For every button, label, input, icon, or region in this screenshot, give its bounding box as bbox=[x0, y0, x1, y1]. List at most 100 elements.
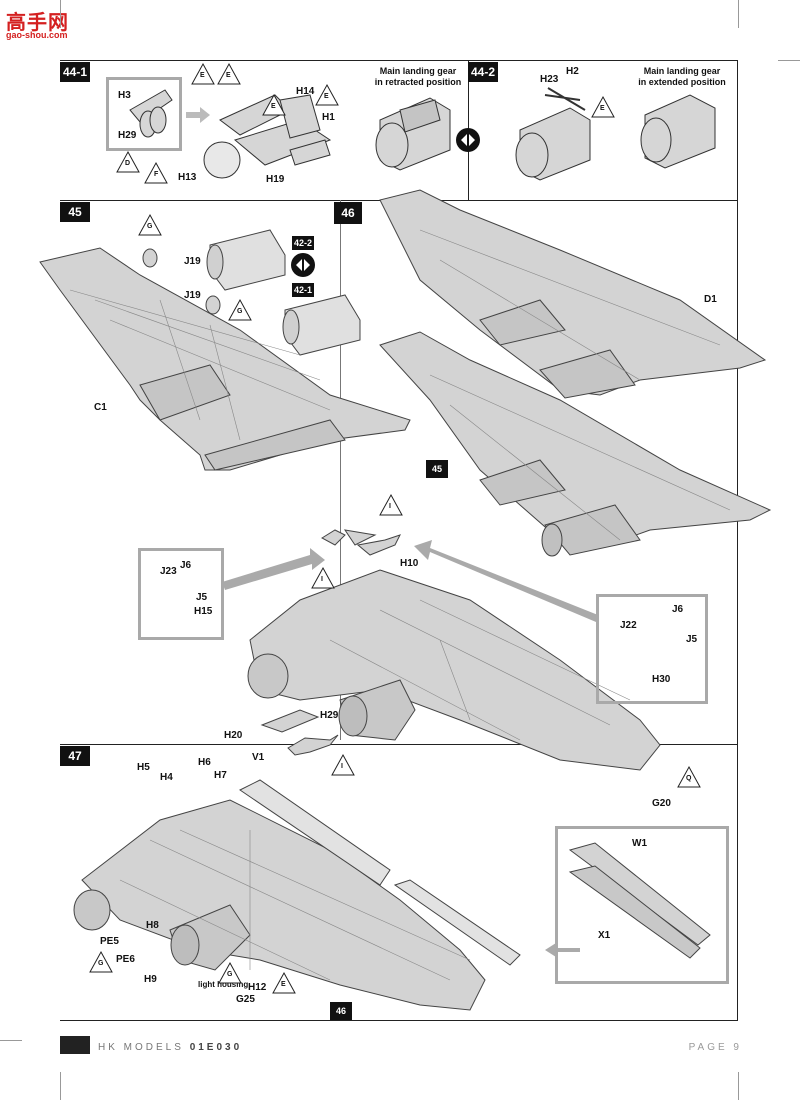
step-number-47: 47 bbox=[60, 746, 90, 766]
detail-callout-frame bbox=[555, 826, 729, 984]
step-number-44-1: 44-1 bbox=[60, 62, 90, 82]
caption-retracted: Main landing gear in retracted position bbox=[368, 66, 468, 88]
caption-line: in retracted position bbox=[374, 77, 462, 87]
part-label: PE6 bbox=[116, 954, 135, 965]
glue-mark-letter: G bbox=[227, 971, 233, 978]
step-number-46: 46 bbox=[334, 202, 362, 224]
part-label: J6 bbox=[180, 560, 192, 571]
part-label: H23 bbox=[540, 74, 559, 85]
part-label: H29 bbox=[320, 710, 339, 721]
part-label: H19 bbox=[266, 174, 285, 185]
glue-mark-icon bbox=[217, 62, 241, 85]
part-label: H29 bbox=[118, 130, 137, 141]
ref-box-42-1: 42-1 bbox=[292, 283, 314, 297]
glue-mark-icon bbox=[228, 298, 252, 321]
part-label: J6 bbox=[672, 604, 684, 615]
glue-mark-letter: I bbox=[389, 503, 391, 510]
glue-mark-icon bbox=[262, 93, 286, 116]
glue-mark-icon bbox=[144, 161, 168, 184]
caption-light-housing: light housing bbox=[198, 980, 249, 989]
part-label: H1 bbox=[322, 112, 335, 123]
part-label: H8 bbox=[146, 920, 159, 931]
ref-box-45: 45 bbox=[426, 460, 448, 478]
glue-mark-letter: F bbox=[154, 171, 159, 178]
glue-mark-letter: E bbox=[271, 103, 276, 110]
frame-bottom-line bbox=[60, 1020, 738, 1021]
part-label: J5 bbox=[686, 634, 698, 645]
part-label: H30 bbox=[652, 674, 671, 685]
caption-extended: Main landing gear in extended position bbox=[628, 66, 736, 88]
glue-mark-letter: G bbox=[237, 308, 243, 315]
step-number-44-2: 44-2 bbox=[468, 62, 498, 82]
part-label: C1 bbox=[94, 402, 107, 413]
glue-mark-icon bbox=[311, 566, 335, 589]
part-label: H5 bbox=[137, 762, 150, 773]
swap-icon bbox=[291, 253, 315, 277]
part-label: J19 bbox=[184, 290, 201, 301]
caption-line: Main landing gear bbox=[379, 66, 457, 76]
glue-mark-letter: E bbox=[281, 981, 286, 988]
detail-callout-frame bbox=[138, 548, 224, 640]
swap-icon bbox=[456, 128, 480, 152]
part-label: G25 bbox=[236, 994, 255, 1005]
part-label: J23 bbox=[160, 566, 177, 577]
part-label: W1 bbox=[632, 838, 647, 849]
part-label: H12 bbox=[248, 982, 267, 993]
glue-mark-letter: I bbox=[321, 576, 323, 583]
glue-mark-letter: G bbox=[147, 223, 153, 230]
part-label: H7 bbox=[214, 770, 227, 781]
glue-mark-letter: I bbox=[341, 763, 343, 770]
caption-line: Main landing gear bbox=[643, 66, 721, 76]
divider-line bbox=[340, 200, 341, 740]
footer-brand: HK MODELS 01E030 bbox=[98, 1042, 242, 1053]
watermark-url: gao-shou.com bbox=[6, 30, 68, 40]
brand-logo bbox=[60, 1036, 90, 1054]
part-label: H2 bbox=[566, 66, 579, 77]
glue-mark-icon bbox=[89, 950, 113, 973]
page-number: PAGE 9 bbox=[688, 1042, 742, 1053]
glue-mark-icon bbox=[379, 493, 403, 516]
glue-mark-icon bbox=[272, 971, 296, 994]
frame-right-line bbox=[737, 60, 738, 1020]
part-label: H20 bbox=[224, 730, 243, 741]
part-label: G20 bbox=[652, 798, 671, 809]
crop-mark bbox=[778, 60, 800, 61]
caption-line: in extended position bbox=[638, 77, 726, 87]
glue-mark-icon bbox=[677, 765, 701, 788]
part-label: D1 bbox=[704, 294, 717, 305]
part-label: H4 bbox=[160, 772, 173, 783]
part-label: H9 bbox=[144, 974, 157, 985]
part-label: J5 bbox=[196, 592, 208, 603]
part-label: X1 bbox=[598, 930, 611, 941]
glue-mark-icon bbox=[331, 753, 355, 776]
glue-mark-icon bbox=[591, 95, 615, 118]
detail-callout-frame bbox=[596, 594, 708, 704]
glue-mark-icon bbox=[218, 961, 242, 984]
ref-box-46: 46 bbox=[330, 1002, 352, 1020]
glue-mark-letter: E bbox=[324, 93, 329, 100]
footer-kit-code: 01E030 bbox=[189, 1042, 243, 1053]
glue-mark-letter: E bbox=[600, 105, 605, 112]
ref-box-42-2: 42-2 bbox=[292, 236, 314, 250]
part-label: H10 bbox=[400, 558, 419, 569]
crop-mark bbox=[738, 1072, 739, 1100]
crop-mark bbox=[738, 0, 739, 28]
part-label: H6 bbox=[198, 757, 211, 768]
glue-mark-icon bbox=[116, 150, 140, 173]
crop-mark bbox=[60, 0, 61, 28]
part-label: H3 bbox=[118, 90, 131, 101]
part-label: PE5 bbox=[100, 936, 119, 947]
part-label: J22 bbox=[620, 620, 637, 631]
part-label: H14 bbox=[296, 86, 315, 97]
glue-mark-icon bbox=[315, 83, 339, 106]
part-label: H15 bbox=[194, 606, 213, 617]
crop-mark bbox=[0, 1040, 22, 1041]
glue-mark-letter: D bbox=[125, 160, 131, 167]
part-label: V1 bbox=[252, 752, 265, 763]
part-label: J19 bbox=[184, 256, 201, 267]
step-number-45: 45 bbox=[60, 202, 90, 222]
glue-mark-icon bbox=[191, 62, 215, 85]
frame-top-line bbox=[60, 60, 738, 61]
